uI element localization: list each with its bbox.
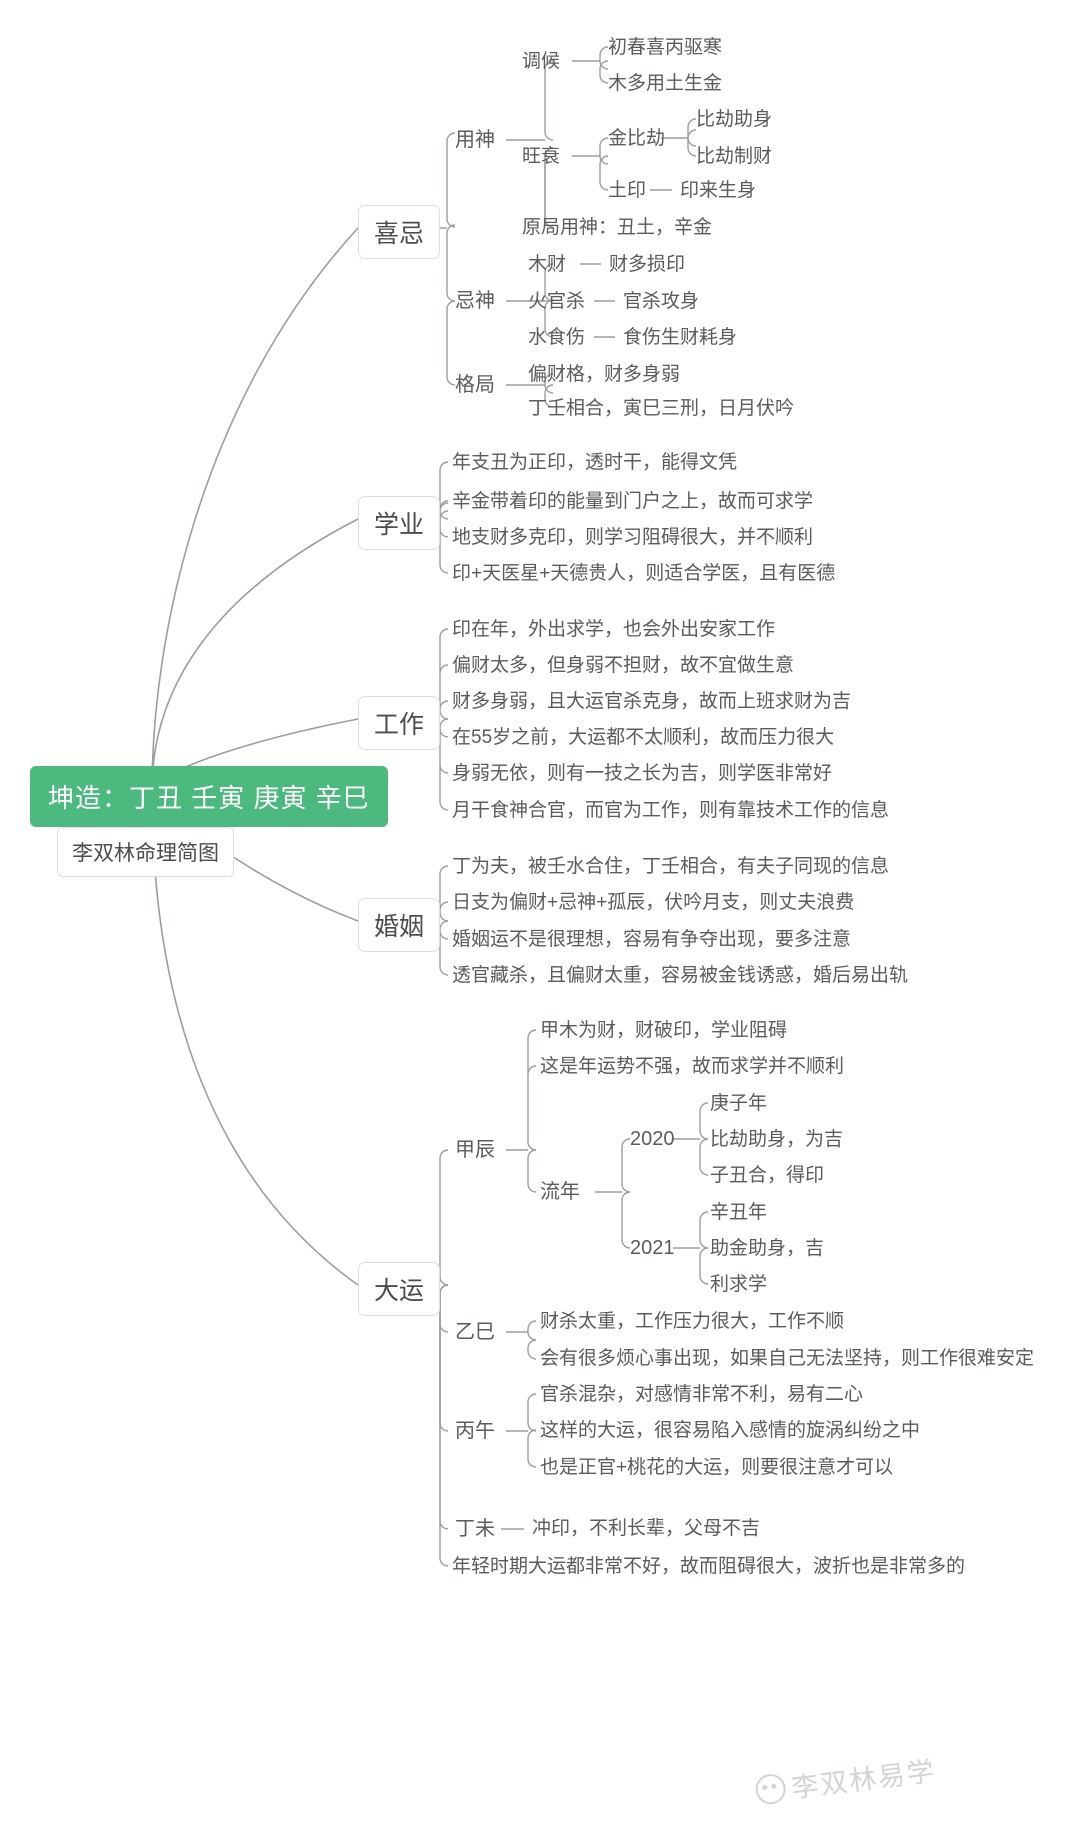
node-tuyin[interactable]: 土印 [608,180,647,201]
leaf-xueye-4[interactable]: 印+天医星+天德贵人，则适合学医，且有医德 [452,563,836,584]
branch-dayun[interactable]: 大运 [358,1262,441,1316]
node-jiachen[interactable]: 甲辰 [455,1139,495,1161]
node-yongshen[interactable]: 用神 [455,129,495,151]
leaf-jiachen-1[interactable]: 甲木为财，财破印，学业阻碍 [540,1020,788,1041]
watermark-text: 李双林易学 [789,1756,938,1804]
leaf-2021-1[interactable]: 辛丑年 [710,1202,768,1223]
leaf-gongzuo-4[interactable]: 在55岁之前，大运都不太顺利，故而压力很大 [452,727,835,748]
leaf-chuchunxibing[interactable]: 初春喜丙驱寒 [608,37,723,58]
wechat-icon [753,1772,788,1806]
leaf-xueye-1[interactable]: 年支丑为正印，透时干，能得文凭 [452,452,738,473]
leaf-dingrenxianghe[interactable]: 丁壬相合，寅巳三刑，日月伏吟 [528,398,795,419]
node-wangshuai[interactable]: 旺衰 [522,146,561,167]
leaf-bijiezhushen[interactable]: 比劫助身 [696,109,773,130]
branch-xueye[interactable]: 学业 [358,496,441,550]
branch-hunyin[interactable]: 婚姻 [358,898,441,952]
leaf-muduoyongtu[interactable]: 木多用土生金 [608,73,723,94]
leaf-guanshagongshen[interactable]: 官杀攻身 [623,291,700,312]
leaf-shishangshengcai[interactable]: 食伤生财耗身 [623,327,738,348]
leaf-xueye-3[interactable]: 地支财多克印，则学习阻碍很大，并不顺利 [452,527,814,548]
leaf-hunyin-2[interactable]: 日支为偏财+忌神+孤辰，伏吟月支，则丈夫浪费 [452,892,855,913]
root-subtitle-node[interactable]: 李双林命理简图 [57,827,234,877]
branch-gongzuo[interactable]: 工作 [358,696,441,750]
leaf-xueye-2[interactable]: 辛金带着印的能量到门户之上，故而可求学 [452,491,814,512]
node-mucai[interactable]: 木财 [528,254,567,275]
leaf-yinlaishengshen[interactable]: 印来生身 [680,180,757,201]
node-geju[interactable]: 格局 [455,374,495,396]
leaf-2021-2[interactable]: 助金助身，吉 [710,1238,825,1259]
leaf-gongzuo-1[interactable]: 印在年，外出求学，也会外出安家工作 [452,619,776,640]
node-dingwei[interactable]: 丁未 [455,1518,495,1540]
node-yisi[interactable]: 乙巳 [455,1321,495,1343]
leaf-bijiezhicai[interactable]: 比劫制财 [696,146,773,167]
leaf-hunyin-1[interactable]: 丁为夫，被壬水合住，丁壬相合，有夫子同现的信息 [452,856,890,877]
node-huoguansha[interactable]: 火官杀 [528,291,586,312]
node-bingwu[interactable]: 丙午 [455,1420,495,1442]
leaf-hunyin-4[interactable]: 透官藏杀，且偏财太重，容易被金钱诱惑，婚后易出轨 [452,965,909,986]
leaf-dingwei-1[interactable]: 冲印，不利长辈，父母不吉 [532,1518,761,1539]
leaf-bingwu-2[interactable]: 这样的大运，很容易陷入感情的旋涡纠纷之中 [540,1420,921,1441]
leaf-bingwu-1[interactable]: 官杀混杂，对感情非常不利，易有二心 [540,1384,864,1405]
leaf-yisi-2[interactable]: 会有很多烦心事出现，如果自己无法坚持，则工作很难安定 [540,1348,1035,1369]
leaf-2020-2[interactable]: 比劫助身，为吉 [710,1129,844,1150]
node-tiaohou[interactable]: 调候 [522,51,561,72]
leaf-gongzuo-6[interactable]: 月干食神合官，而官为工作，则有靠技术工作的信息 [452,800,890,821]
watermark: 李双林易学 [753,1749,937,1810]
node-liunian[interactable]: 流年 [540,1181,580,1203]
node-year-2020[interactable]: 2020 [630,1128,675,1150]
leaf-bingwu-3[interactable]: 也是正官+桃花的大运，则要很注意才可以 [540,1457,894,1478]
leaf-caiduosunyin[interactable]: 财多损印 [609,254,686,275]
root-node[interactable]: 坤造：丁丑 壬寅 庚寅 辛巳 [30,766,388,827]
leaf-piancaige[interactable]: 偏财格，财多身弱 [528,364,681,385]
leaf-gongzuo-2[interactable]: 偏财太多，但身弱不担财，故不宜做生意 [452,655,795,676]
leaf-gongzuo-5[interactable]: 身弱无依，则有一技之长为吉，则学医非常好 [452,763,833,784]
node-jinbijie[interactable]: 金比劫 [608,128,666,149]
leaf-hunyin-3[interactable]: 婚姻运不是很理想，容易有争夺出现，要多注意 [452,929,852,950]
leaf-2020-1[interactable]: 庚子年 [710,1093,768,1114]
leaf-2021-3[interactable]: 利求学 [710,1274,768,1295]
branch-xiji[interactable]: 喜忌 [358,205,441,259]
leaf-2020-3[interactable]: 子丑合，得印 [710,1165,825,1186]
node-shuishishang[interactable]: 水食伤 [528,327,586,348]
leaf-yisi-1[interactable]: 财杀太重，工作压力很大，工作不顺 [540,1311,845,1332]
node-jishen[interactable]: 忌神 [455,290,495,312]
leaf-gongzuo-3[interactable]: 财多身弱，且大运官杀克身，故而上班求财为吉 [452,691,852,712]
node-yuanjuyongshen[interactable]: 原局用神：丑土，辛金 [522,217,713,238]
leaf-dayun-summary[interactable]: 年轻时期大运都非常不好，故而阻碍很大，波折也是非常多的 [452,1556,966,1577]
node-year-2021[interactable]: 2021 [630,1237,675,1259]
leaf-jiachen-2[interactable]: 这是年运势不强，故而求学并不顺利 [540,1056,845,1077]
